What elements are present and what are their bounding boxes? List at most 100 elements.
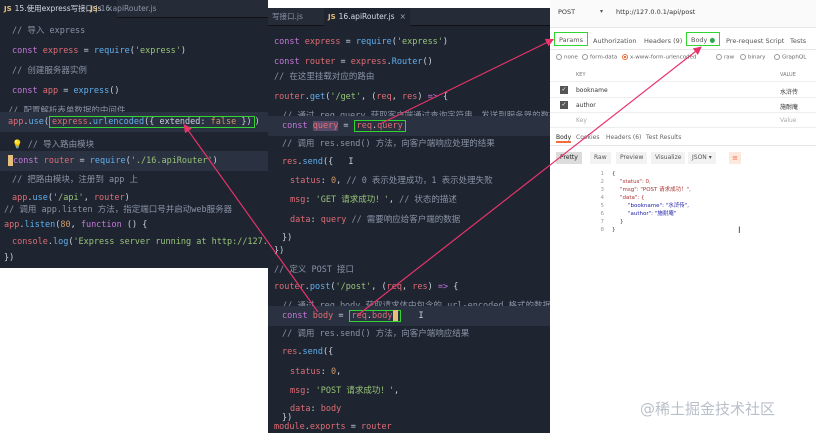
tab-write-api[interactable]: 写接口.js [268, 8, 307, 26]
value-column-header: VALUE [780, 72, 796, 78]
chevron-down-icon[interactable]: ▾ [600, 8, 604, 15]
text-cursor [8, 155, 13, 166]
watermark: @稀土掘金技术社区 [640, 400, 776, 418]
code-line: }) [282, 413, 293, 423]
request-bar: POST ▾ http://127.0.0.1/api/post [550, 0, 816, 28]
comment-text: // 导入路由模块 [27, 140, 95, 150]
code-line: router.get('/get', (req, res) => { [274, 92, 449, 102]
js-file-icon: JS [90, 5, 98, 13]
visualize-button[interactable]: Visualize [651, 152, 686, 164]
radio-icon [716, 54, 722, 60]
kv-row-empty[interactable]: Key Value [550, 113, 816, 128]
format-label: JSON [692, 154, 707, 161]
radio-x-www-form-urlencoded[interactable]: x-www-form-urlencoded [622, 54, 696, 61]
dot-icon: ● [709, 36, 716, 44]
radio-label: GraphQL [782, 54, 807, 61]
kv-row-author[interactable]: ✓ author 施耐庵 [550, 98, 816, 113]
radio-icon [622, 54, 628, 60]
pretty-button[interactable]: Pretty [556, 152, 582, 164]
code-line: res.send({ I [282, 157, 354, 167]
checkbox-icon[interactable]: ✓ [560, 86, 568, 94]
code-line-urlencoded: app.use(express.urlencoded({ extended: f… [0, 112, 268, 132]
format-select[interactable]: JSON ▾ [688, 152, 716, 164]
code-line: // 调用 res.send() 方法，向客户端响应结果 [282, 329, 470, 339]
kv-key[interactable]: author [576, 102, 596, 109]
code-line: app.listen(80, function () { [4, 220, 148, 230]
key-placeholder[interactable]: Key [576, 117, 587, 124]
radio-label: form-data [590, 54, 618, 61]
code-line: // 调用 app.listen 方法，指定端口号并启动web服务器 [4, 205, 233, 215]
tab-headers[interactable]: Headers (9) [644, 37, 683, 45]
js-file-icon: JS [328, 13, 336, 21]
kv-value[interactable]: 水浒传 [780, 89, 799, 96]
tab-tests[interactable]: Tests [790, 37, 807, 45]
tab-pre-request-script[interactable]: Pre-request Script [726, 37, 785, 45]
code-line: msg: 'GET 请求成功！', // 状态的描述 [290, 195, 457, 205]
radio-raw[interactable]: raw [716, 54, 734, 61]
code-line: app.use('/api', router) [12, 193, 130, 203]
code-line: // 调用 res.send() 方法，向客户端响应处理的结果 [282, 139, 495, 149]
radio-icon [556, 54, 562, 60]
kv-value[interactable]: 施耐庵 [780, 104, 799, 111]
code-line: // 导入 express [12, 26, 86, 36]
json-response: 1{ 2"status": 0, 3"msg": "POST 请求成功！", 4… [600, 171, 741, 236]
tab-params[interactable]: Params [554, 32, 588, 46]
tab-label: 16.apiRouter.js [100, 4, 157, 13]
radio-binary[interactable]: binary [740, 54, 765, 61]
key-column-header: KEY [576, 72, 586, 78]
checkbox-icon[interactable]: ✓ [560, 101, 568, 109]
code-line: console.log('Express server running at h… [12, 237, 268, 247]
radio-none[interactable]: none [556, 54, 578, 61]
preview-button[interactable]: Preview [616, 152, 648, 164]
code-line-req-query: const query = req.query [268, 116, 550, 136]
close-icon[interactable]: × [106, 4, 113, 13]
code-line: // 把路由模块，注册到 app 上 [12, 175, 138, 185]
request-tabs: Params Authorization Headers (9) Body ● … [550, 30, 816, 50]
response-tab-body[interactable]: Body [556, 134, 572, 143]
value-placeholder[interactable]: Value [780, 117, 797, 124]
code-line: }) [4, 253, 15, 263]
response-view-row: Pretty Raw Preview Visualize JSON ▾ ≡ [550, 150, 816, 166]
tab-body[interactable]: Body ● [686, 32, 721, 46]
response-tab-test-results[interactable]: Test Results [646, 134, 682, 141]
postman-panel: POST ▾ http://127.0.0.1/api/post Params … [550, 0, 816, 240]
code-line: const express = require('express') [274, 37, 449, 47]
tab-body-label: Body [691, 36, 708, 44]
response-tab-cookies[interactable]: Cookies [576, 134, 600, 141]
radio-form-data[interactable]: form-data [582, 54, 617, 61]
code-line: data: query // 需要响应给客户端的数据 [290, 215, 461, 225]
radio-label: raw [724, 54, 735, 61]
radio-icon [740, 54, 746, 60]
kv-key[interactable]: bookname [576, 87, 608, 94]
tab-label: 写接口.js [272, 12, 303, 21]
radio-label: x-www-form-urlencoded [630, 54, 697, 61]
kv-table-header: KEY VALUE [550, 70, 816, 82]
close-icon[interactable]: × [399, 12, 406, 21]
text-cursor [392, 310, 398, 321]
code-line: status: 0, [290, 367, 342, 377]
response-tab-headers[interactable]: Headers (6) [606, 134, 642, 141]
code-line: module.exports = router [274, 422, 392, 432]
js-file-icon: JS [4, 5, 12, 13]
code-line: // 在这里挂载对应的路由 [274, 72, 375, 82]
method-select[interactable]: POST [558, 8, 576, 16]
tab-authorization[interactable]: Authorization [593, 37, 637, 45]
code-line: const express = require('express') [12, 46, 187, 56]
radio-label: binary [748, 54, 766, 61]
kv-row-bookname[interactable]: ✓ bookname 水浒传 [550, 83, 816, 98]
radio-icon [582, 54, 588, 60]
wrap-lines-icon[interactable]: ≡ [729, 152, 741, 164]
url-input[interactable]: http://127.0.0.1/api/post [616, 8, 696, 16]
raw-button[interactable]: Raw [590, 152, 611, 164]
code-line: 💡 // 导入路由模块 [12, 140, 95, 150]
code-line: router.post('/post', (req, res) => { [274, 282, 459, 292]
radio-graphql[interactable]: GraphQL [774, 54, 806, 61]
